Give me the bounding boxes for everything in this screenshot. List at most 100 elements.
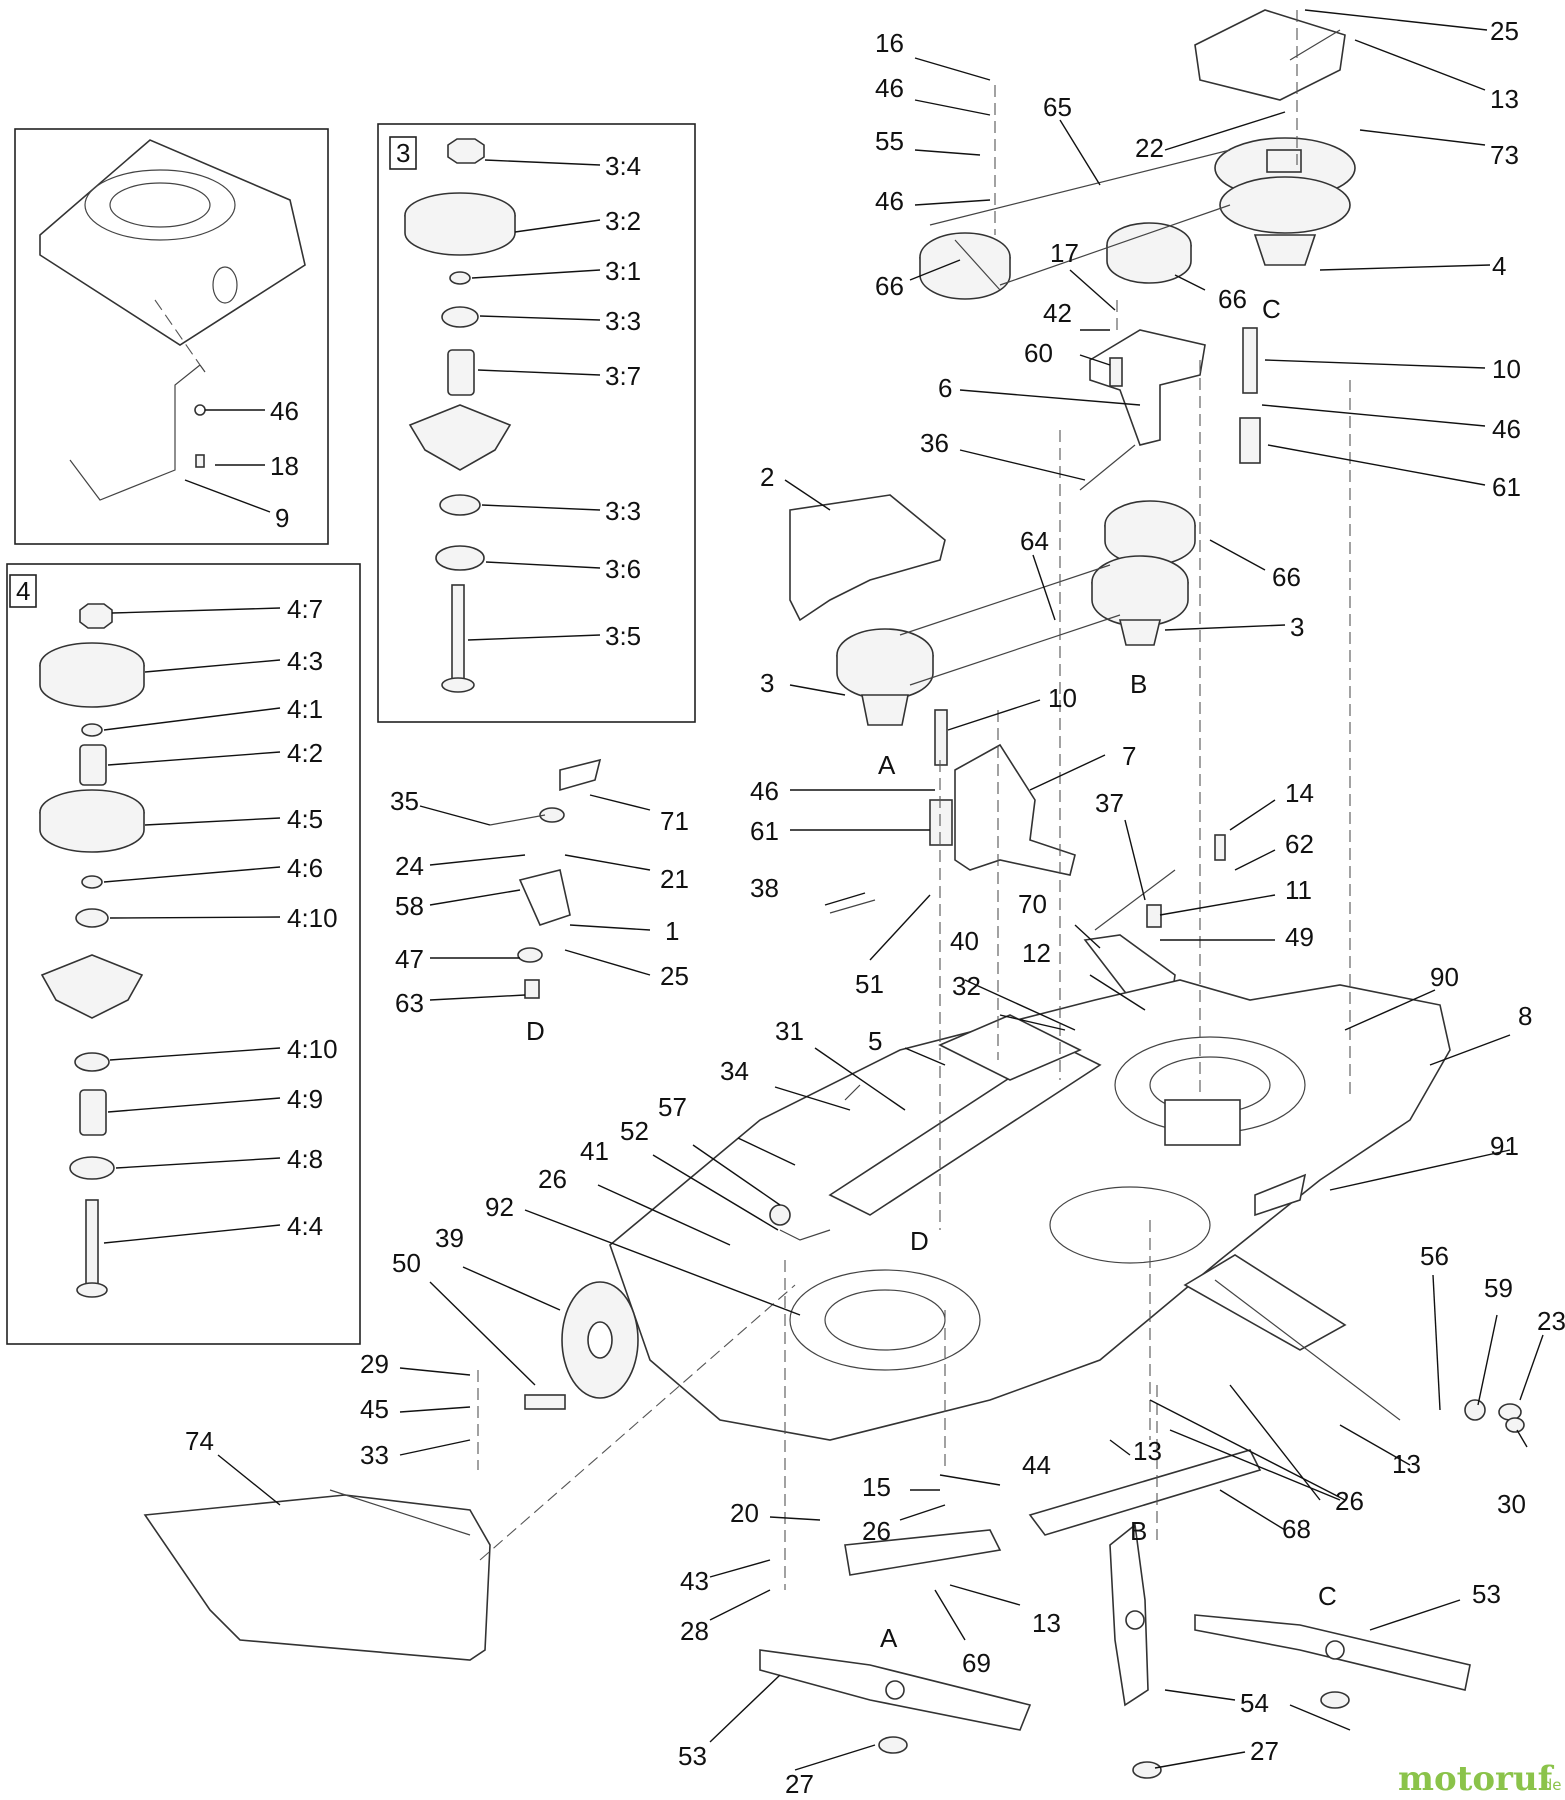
callout-inset-9: 9 — [275, 503, 289, 533]
callout-5: 5 — [868, 1026, 882, 1056]
callout-69: 69 — [962, 1648, 991, 1678]
callout-B-blade: B — [1130, 1516, 1147, 1546]
callout-66-a: 66 — [875, 271, 904, 301]
callout-4-9: 4:9 — [287, 1084, 323, 1114]
callout-4-3: 4:3 — [287, 646, 323, 676]
callout-3-4: 3:4 — [605, 151, 641, 181]
callout-4-10-lower: 4:10 — [287, 1034, 338, 1064]
callout-4-6: 4:6 — [287, 853, 323, 883]
callout-59: 59 — [1484, 1273, 1513, 1303]
callout-46-c: 46 — [1492, 414, 1521, 444]
callout-26-a: 26 — [538, 1164, 567, 1194]
callout-33: 33 — [360, 1440, 389, 1470]
callout-13-top: 13 — [1490, 84, 1519, 114]
callout-90: 90 — [1430, 962, 1459, 992]
callout-13-mid: 13 — [1133, 1436, 1162, 1466]
callout-7: 7 — [1122, 741, 1136, 771]
callout-40: 40 — [950, 926, 979, 956]
callout-27-right: 27 — [1250, 1736, 1279, 1766]
callout-25-top: 25 — [1490, 16, 1519, 46]
callout-65: 65 — [1043, 92, 1072, 122]
callout-A-blade: A — [880, 1623, 898, 1653]
callout-64: 64 — [1020, 526, 1049, 556]
leader-lines — [103, 9, 1544, 1771]
callout-29: 29 — [360, 1349, 389, 1379]
callout-28: 28 — [680, 1616, 709, 1646]
callout-D-deck: D — [910, 1226, 929, 1256]
callout-B-top: B — [1130, 669, 1147, 699]
callout-68: 68 — [1282, 1514, 1311, 1544]
callout-92: 92 — [485, 1192, 514, 1222]
mower-blades — [759, 1523, 1471, 1779]
watermark-brand: motoruf — [1398, 1759, 1555, 1799]
callout-17: 17 — [1050, 238, 1079, 268]
callout-4-5: 4:5 — [287, 804, 323, 834]
callout-15: 15 — [862, 1472, 891, 1502]
callout-2: 2 — [760, 462, 774, 492]
callout-41: 41 — [580, 1136, 609, 1166]
callout-60: 60 — [1024, 338, 1053, 368]
small-hardware — [489, 758, 1525, 1433]
idler-arm-7 — [929, 709, 1076, 876]
callout-54: 54 — [1240, 1688, 1269, 1718]
callout-27-left: 27 — [785, 1769, 814, 1799]
callout-47: 47 — [395, 944, 424, 974]
inset-box-3-spindle: 3 — [377, 123, 696, 723]
pulley-arm-idler-70 — [1083, 834, 1226, 1011]
callout-inset-46: 46 — [270, 396, 299, 426]
inset-frame-assembly — [14, 128, 329, 545]
callout-4-2: 4:2 — [287, 738, 323, 768]
callout-4-10-upper: 4:10 — [287, 903, 338, 933]
upper-pulley-group — [919, 137, 1356, 300]
callout-D-hardware: D — [526, 1016, 545, 1046]
callout-49: 49 — [1285, 922, 1314, 952]
mower-deck — [609, 979, 1451, 1441]
callout-inset-18: 18 — [270, 451, 299, 481]
callout-91: 91 — [1490, 1131, 1519, 1161]
callout-3-2: 3:2 — [605, 206, 641, 236]
callout-20: 20 — [730, 1498, 759, 1528]
callout-45: 45 — [360, 1394, 389, 1424]
callout-37: 37 — [1095, 788, 1124, 818]
callout-39: 39 — [435, 1223, 464, 1253]
callout-66-c: 66 — [1272, 562, 1301, 592]
callout-34: 34 — [720, 1056, 749, 1086]
callout-46-a: 46 — [875, 73, 904, 103]
callout-4-1: 4:1 — [287, 694, 323, 724]
callout-3-6: 3:6 — [605, 554, 641, 584]
callout-71: 71 — [660, 806, 689, 836]
callout-35: 35 — [390, 786, 419, 816]
callout-3-3-lower: 3:3 — [605, 496, 641, 526]
callout-52: 52 — [620, 1116, 649, 1146]
inset-3-tag: 3 — [396, 138, 410, 168]
callout-46-d: 46 — [750, 776, 779, 806]
callout-3-left: 3 — [760, 668, 774, 698]
callout-12: 12 — [1022, 938, 1051, 968]
watermark-logo: motoruf .de — [1398, 1759, 1562, 1799]
watermark-tld: .de — [1538, 1776, 1562, 1794]
callout-C-blade: C — [1318, 1581, 1337, 1611]
callout-labels: 25 13 73 16 46 65 55 22 46 4 66 17 66 C … — [185, 16, 1565, 1799]
callout-C-top: C — [1262, 294, 1281, 324]
callout-63: 63 — [395, 988, 424, 1018]
callout-3-5: 3:5 — [605, 621, 641, 651]
callout-6: 6 — [938, 373, 952, 403]
callout-4-4: 4:4 — [287, 1211, 323, 1241]
inset-box-4-spindle: 4 — [6, 563, 361, 1345]
callout-74: 74 — [185, 1426, 214, 1456]
callout-44: 44 — [1022, 1450, 1051, 1480]
callout-36: 36 — [920, 428, 949, 458]
callout-24: 24 — [395, 851, 424, 881]
callout-3-1: 3:1 — [605, 256, 641, 286]
callout-31: 31 — [775, 1016, 804, 1046]
deck-wheel — [524, 1281, 639, 1410]
callout-56: 56 — [1420, 1241, 1449, 1271]
callout-10-a: 10 — [1492, 354, 1521, 384]
callout-23: 23 — [1537, 1306, 1565, 1336]
callout-38: 38 — [750, 873, 779, 903]
callout-8: 8 — [1518, 1001, 1532, 1031]
callout-3-right: 3 — [1290, 612, 1304, 642]
callout-21: 21 — [660, 864, 689, 894]
callout-4: 4 — [1492, 251, 1506, 281]
